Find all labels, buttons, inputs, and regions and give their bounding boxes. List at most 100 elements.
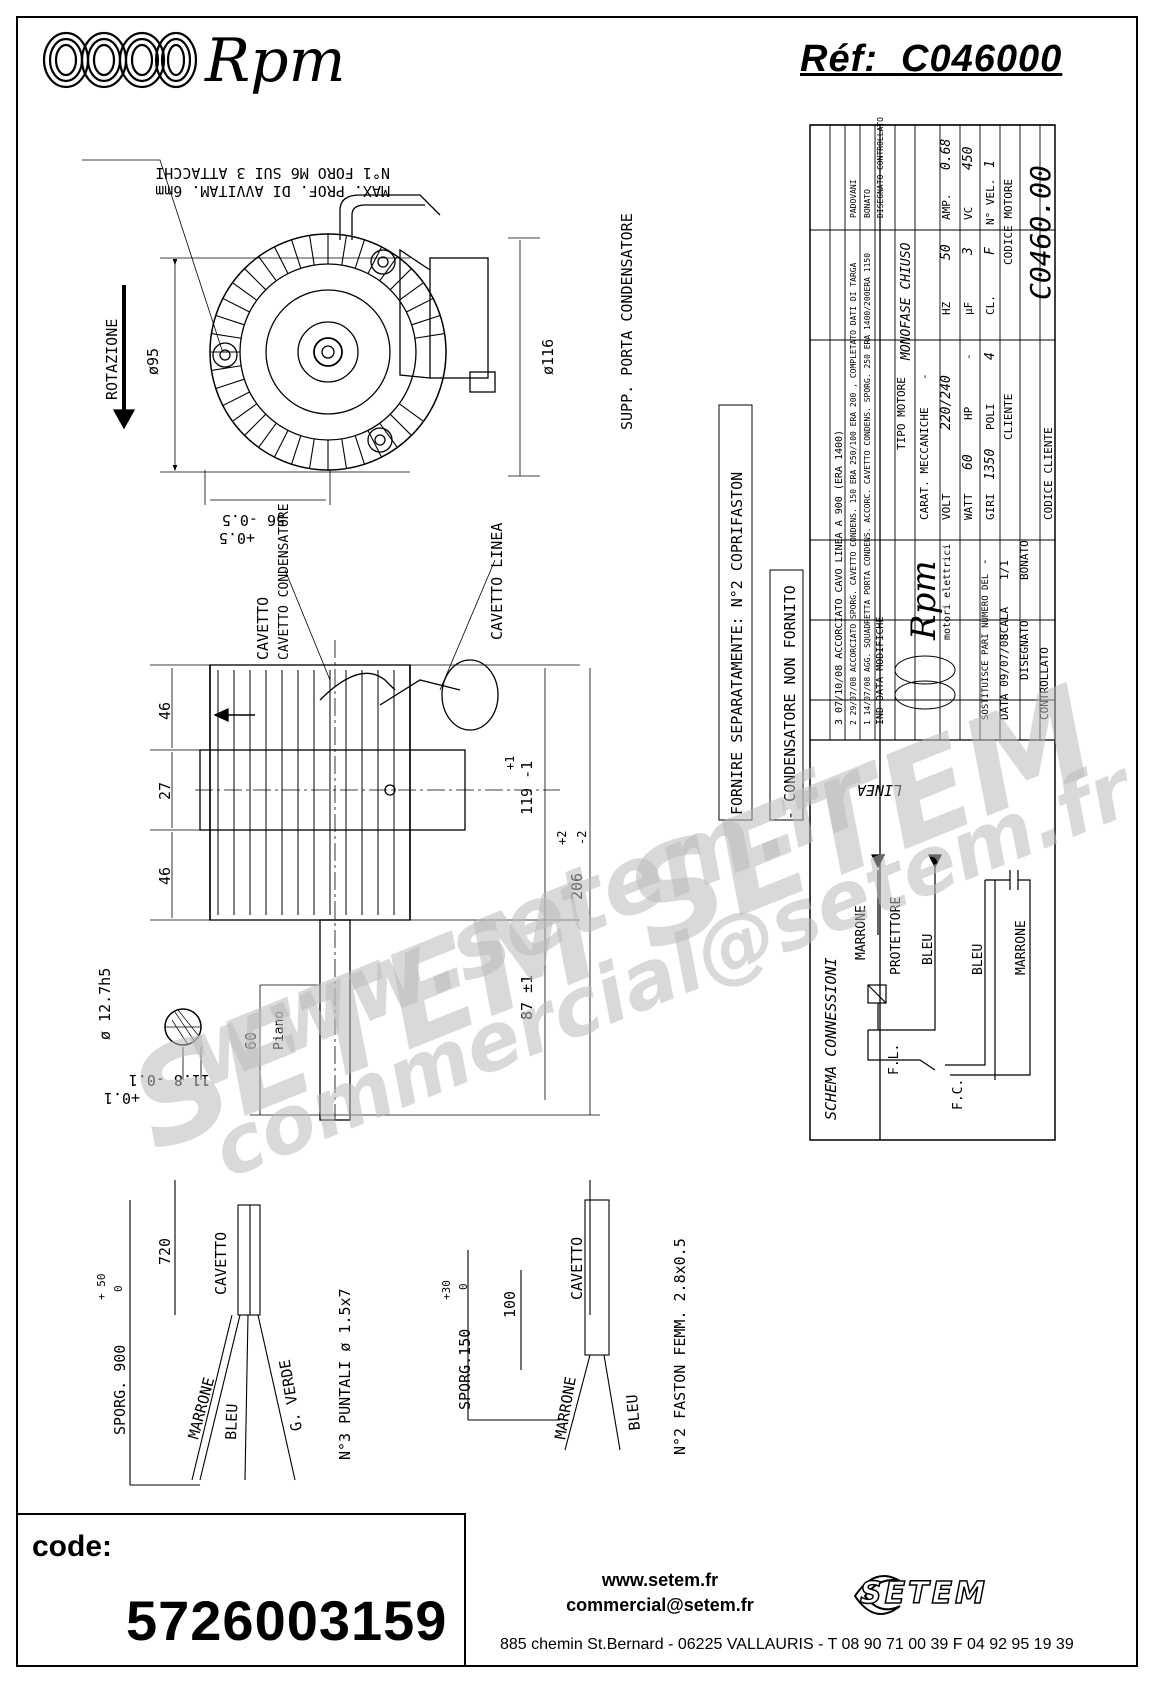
- cavetto-condensatore-1: CAVETTO: [254, 597, 272, 660]
- left-sporg-tol-zero: 0: [112, 1285, 125, 1292]
- shaft-flat-tol: +0.1: [104, 1089, 140, 1107]
- tb-brand-sub: motori elettrici: [942, 544, 953, 640]
- hole-note-2: MAX. PROF. DI AVVITAM. 6mm: [155, 182, 390, 200]
- schema-fc: F.C.: [951, 1079, 966, 1110]
- watt-value: 60: [961, 454, 976, 470]
- note-condensatore: - CONDENSATORE NON FORNITO: [781, 585, 799, 820]
- cl-value: F: [983, 246, 998, 255]
- uf-label: µF: [962, 302, 975, 315]
- code-box: [16, 1513, 466, 1667]
- capacitor-support-label: SUPP. PORTA CONDENSATORE: [618, 213, 636, 430]
- cliente-label: CLIENTE: [1002, 394, 1015, 440]
- left-sporg: SPORG. 900: [111, 1345, 129, 1435]
- rev-header: IND DATA MODIFICHE: [875, 617, 886, 725]
- code-value: 5726003159: [126, 1589, 448, 1652]
- shaft-diameter: ø 12.7h5: [96, 968, 114, 1040]
- title-block: [809, 124, 1056, 1141]
- cavetto-linea-label: CAVETTO LINEA: [488, 523, 506, 640]
- footer-website-link[interactable]: www.setem.fr: [601, 1570, 719, 1590]
- diameter-116: ø116: [539, 339, 557, 375]
- right-dim-100: 100: [501, 1291, 519, 1318]
- hp-label: HP: [962, 406, 975, 420]
- poli-value: 4: [983, 352, 998, 360]
- sostituisce-label: SOSTITUISCE PARI NUMERO DEL: [981, 574, 991, 720]
- dim-56-tol: +0.5: [219, 529, 255, 547]
- right-cavetto: CAVETTO: [568, 1237, 586, 1300]
- amp-label: AMP.: [940, 194, 953, 221]
- left-gverde: G. VERDE: [276, 1358, 306, 1432]
- tipo-motore-label: TIPO MOTORE: [895, 377, 908, 450]
- left-bleu: BLEU: [222, 1403, 241, 1440]
- schema-title: SCHEMA CONNESSIONI: [822, 957, 840, 1120]
- vc-label: VC: [962, 207, 975, 220]
- shaft-flat: 11.8 -0.1: [129, 1071, 210, 1089]
- dim-206: 206: [568, 873, 586, 900]
- footer-address: 885 chemin St.Bernard - 06225 VALLAURIS …: [500, 1636, 1074, 1653]
- tipo-motore: MONOFASE CHIUSO: [899, 242, 914, 361]
- tb-rpm-logo-icon: [894, 655, 956, 710]
- uf-value: 3: [961, 247, 976, 256]
- tb-brand: Rpm: [904, 560, 944, 641]
- right-faston: N°2 FASTON FEMM. 2.8x0.5: [671, 1238, 689, 1455]
- dim-56: 56 -0.5: [222, 511, 285, 529]
- dim-46-bottom: 46: [156, 867, 174, 885]
- poli-label: POLI: [984, 404, 997, 431]
- vc-value: 450: [961, 146, 976, 170]
- dim-206-tol-plus: +2: [555, 831, 569, 845]
- connection-schematic: [867, 854, 1031, 1080]
- volt-value: 220/240: [939, 375, 954, 430]
- right-sporg-tol-zero: 0: [457, 1283, 470, 1290]
- footer-email-link[interactable]: commercial@setem.fr: [566, 1595, 754, 1615]
- schema-fl: F.L.: [887, 1044, 902, 1075]
- signer-bonato: BONATO: [863, 189, 872, 218]
- dim-206-tol-minus: -2: [575, 831, 589, 845]
- reference-number: Réf: C046000: [800, 38, 1063, 80]
- giri-label: GIRI: [984, 494, 997, 521]
- schema-protettore: PROTETTORE: [889, 897, 904, 975]
- rev-3: 3 07/10/08 ACCORCIATO CAVO LINEA A 900 (…: [834, 430, 845, 725]
- volt-label: VOLT: [940, 493, 953, 520]
- cl-label: CL.: [984, 295, 997, 315]
- dim-87: 87 ±1: [518, 975, 536, 1020]
- dim-46-top: 46: [156, 702, 174, 720]
- right-bleu: BLEU: [623, 1394, 644, 1432]
- signer-padovani: PADOVANI: [849, 179, 858, 218]
- rev-2: 2 29/07/08 ACCORCIATO SPORG. CAVETTO CON…: [849, 262, 858, 725]
- watt-label: WATT: [962, 493, 975, 520]
- diameter-95: ø95: [144, 348, 162, 375]
- rev-1: 1 14/07/08 AGG. SQUADRETTA PORTA CONDENS…: [863, 253, 872, 725]
- amp-value: 0.68: [939, 139, 954, 170]
- dim-119: 119 -1: [518, 761, 536, 815]
- dim-119-tol: +1: [503, 756, 517, 770]
- schema-marrone-2: MARRONE: [1014, 920, 1029, 975]
- signer-controllato: CONTROLLATO: [876, 117, 885, 170]
- vel-label: N° VEL.: [984, 179, 997, 225]
- motor-side-view: [150, 559, 600, 1121]
- left-cavetto: CAVETTO: [212, 1232, 230, 1295]
- note-fornire: FORNIRE SEPARATAMENTE: N°2 COPRIFASTON: [728, 472, 746, 815]
- code-label: code:: [32, 1530, 113, 1563]
- controllato-label: CONTROLLATO: [1038, 647, 1051, 720]
- piano-label: Piano: [272, 1011, 287, 1050]
- data-label: DATA 09/07/08: [998, 634, 1011, 720]
- disegnato-value: BONATO: [1018, 540, 1031, 580]
- schema-linea: LINEA: [857, 781, 902, 799]
- hole-note-1: N°1 FORO M6 SUI 3 ATTACCHI: [155, 164, 390, 182]
- rotation-label: ROTAZIONE: [103, 319, 121, 400]
- schema-bleu-2: BLEU: [971, 944, 986, 975]
- hz-value: 50: [939, 244, 954, 260]
- codice-motore-label: CODICE MOTORE: [1002, 179, 1015, 265]
- dim-60: 60: [242, 1032, 260, 1050]
- codice-cliente-label: CODICE CLIENTE: [1042, 427, 1055, 520]
- hz-label: HZ: [940, 301, 953, 315]
- schema-marrone: MARRONE: [854, 905, 869, 960]
- rpm-logo-icon: [42, 31, 198, 89]
- left-marrone: MARRONE: [184, 1375, 218, 1441]
- codice-motore-value: C0460.00: [1024, 165, 1057, 300]
- carat-label: CARAT. MECCANICHE: [918, 407, 931, 520]
- scala-value: 1/1: [998, 560, 1011, 580]
- hp-value: -: [962, 353, 975, 360]
- setem-swoosh-icon: [853, 1575, 901, 1615]
- vel-value: 1: [983, 160, 998, 168]
